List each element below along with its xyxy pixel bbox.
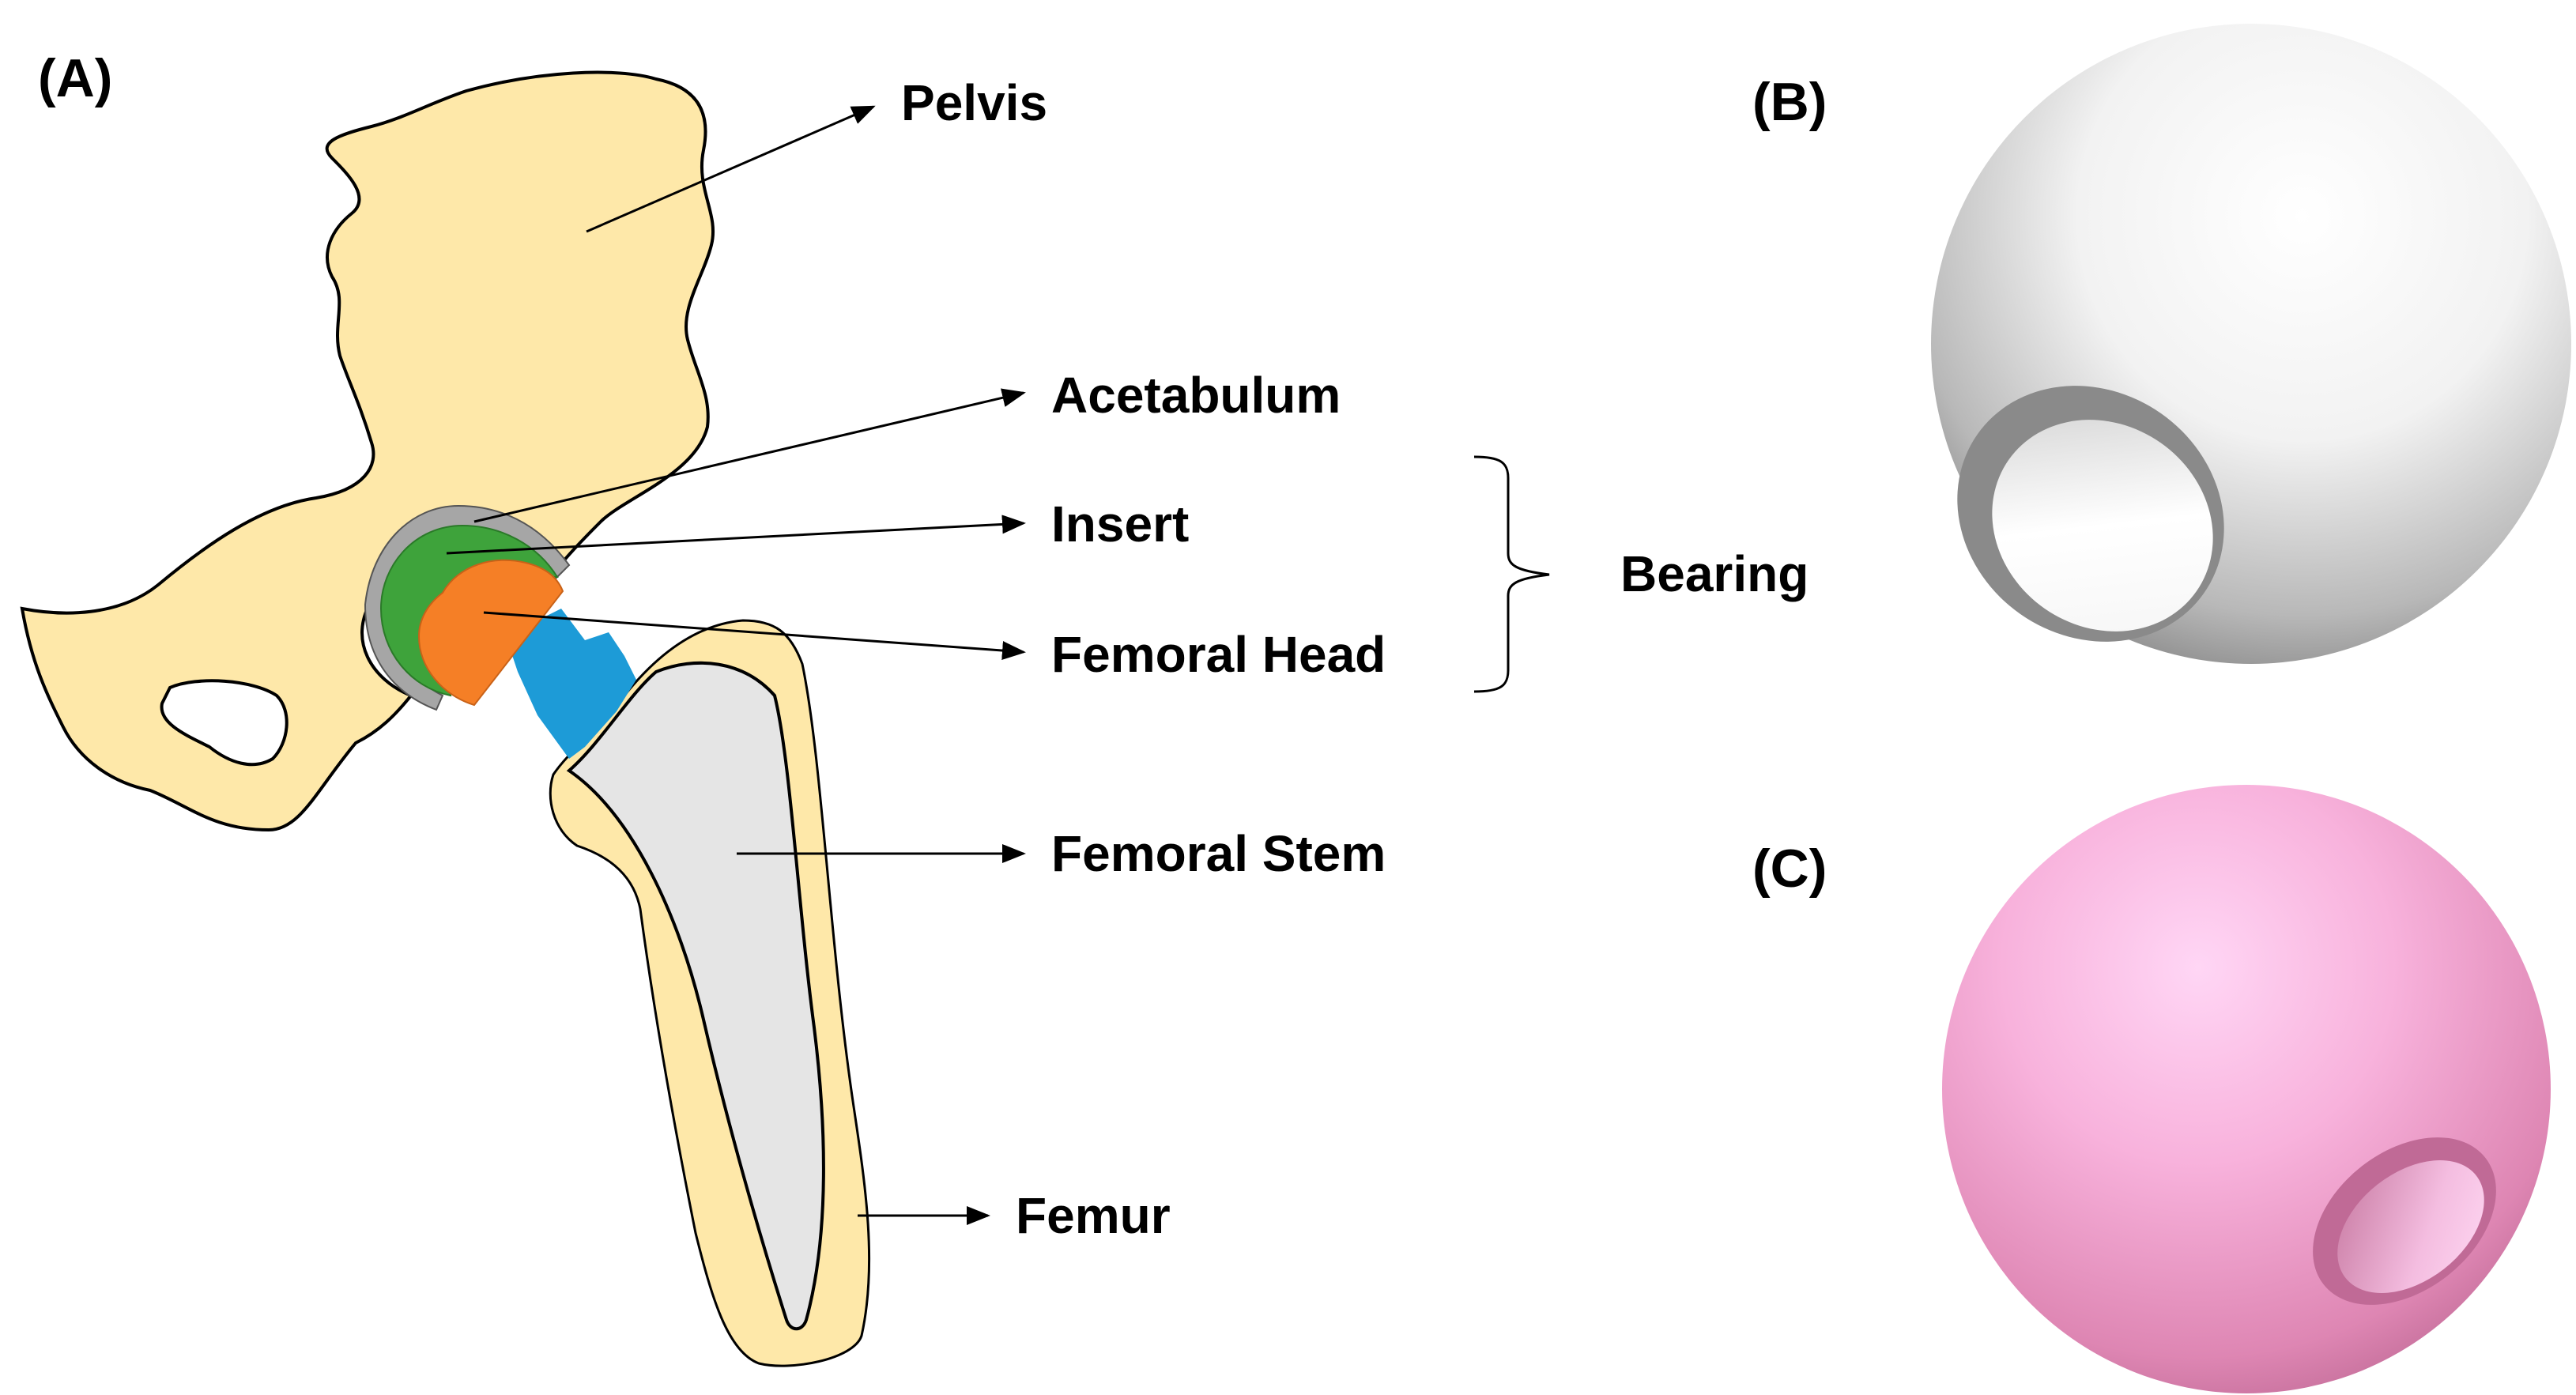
panel-label-c: (C): [1752, 839, 1827, 899]
bearing-sphere-white: [1931, 24, 2571, 664]
obturator-foramen: [160, 679, 289, 767]
label-acetabulum: Acetabulum: [1051, 367, 1341, 424]
leader-insert: [446, 515, 1026, 555]
label-femoral-head: Femoral Head: [1051, 626, 1386, 683]
bearing-brace: [1473, 455, 1550, 693]
label-femoral-stem: Femoral Stem: [1051, 825, 1386, 882]
bearing-sphere-pink: [1942, 785, 2551, 1393]
label-pelvis: Pelvis: [901, 74, 1047, 131]
panel-label-a: (A): [38, 48, 112, 108]
pelvis-shape: [20, 70, 715, 832]
panel-label-b: (B): [1752, 72, 1827, 132]
femoral-head-shape: [417, 559, 564, 707]
femoral-neck-shape: [506, 609, 636, 759]
label-femur: Femur: [1016, 1187, 1171, 1244]
leader-pelvis: [586, 105, 876, 233]
femoral-stem-shape: [566, 661, 825, 1331]
label-bearing: Bearing: [1620, 545, 1808, 602]
leader-femoral-head: [483, 611, 1026, 660]
leader-acetabulum: [473, 388, 1026, 523]
label-insert: Insert: [1051, 496, 1189, 552]
